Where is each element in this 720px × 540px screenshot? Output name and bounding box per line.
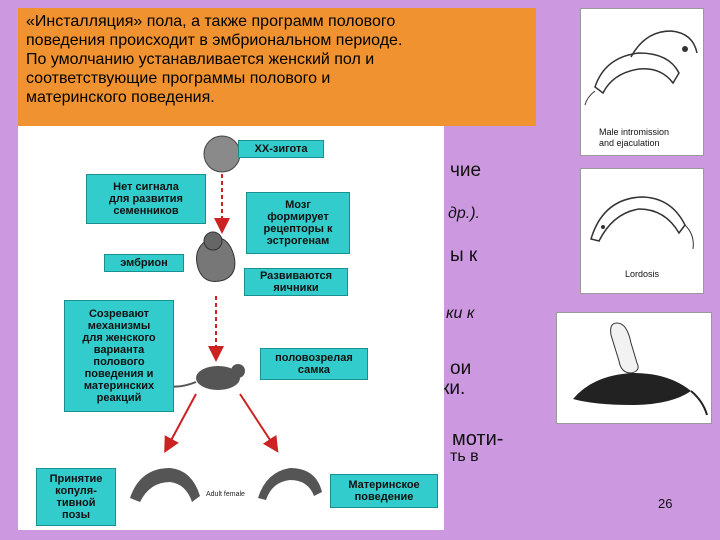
arrow-to-copulation: [164, 393, 197, 454]
zygote-icon: [203, 135, 241, 173]
callout-line: По умолчанию устанавливается женский пол…: [26, 51, 375, 68]
callout-line: соответствующие программы полового и: [26, 70, 331, 87]
no-signal-box: Нет сигнала для развития семенников: [86, 174, 206, 224]
brain-box: Мозг формирует рецепторы к эстрогенам: [246, 192, 350, 254]
lordosis-rat-icon: [130, 468, 200, 502]
embryo-icon: [196, 236, 236, 282]
callout-line: поведения происходит в эмбриональном пер…: [26, 32, 403, 49]
male-intromission-photo: Male intromission and ejaculation: [580, 8, 704, 156]
lordosis-photo: Lordosis: [580, 168, 704, 294]
mature-female-box: половозрелая самка: [260, 348, 368, 380]
copulation-box: Принятие копуля- тивной позы: [36, 468, 116, 526]
rat-icon: [196, 366, 240, 390]
callout-line: материнского поведения.: [26, 89, 215, 106]
partial-text-4: ки к: [446, 305, 475, 322]
embryo-label: эмбрион: [104, 254, 184, 272]
partial-text-2: др.).: [448, 205, 480, 222]
zygote-label: XX-зигота: [238, 140, 324, 158]
partial-text-8: ть в: [450, 448, 479, 465]
hand-rat-photo: [556, 312, 712, 424]
partial-text-5: ои: [450, 358, 472, 379]
male-caption: Male intromission and ejaculation: [599, 127, 670, 148]
partial-text-3: ы к: [450, 245, 478, 266]
mature-mechanisms-box: Созревают механизмы для женского вариант…: [64, 300, 174, 412]
mating-rats-icon: [584, 30, 698, 106]
partial-text-7: моти-: [452, 428, 504, 450]
partial-text-1: чие: [450, 160, 482, 181]
diagram-graphics: Adult female: [130, 135, 322, 502]
ovaries-box: Развиваются яичники: [244, 268, 348, 296]
diagram-panel: Adult female XX-зигота Нет сигнала для р…: [18, 126, 444, 530]
maternal-behavior-box: Материнское поведение: [330, 474, 438, 508]
lordosis-caption: Lordosis: [625, 269, 660, 279]
lordosis-rat-drawing: [590, 196, 694, 250]
callout-box: «Инсталляция» пола, а также программ пол…: [18, 8, 536, 126]
maternal-rat-icon: [258, 468, 322, 500]
callout-line: «Инсталляция» пола, а также программ пол…: [26, 13, 396, 30]
adult-female-caption: Adult female: [206, 491, 245, 498]
arrow-to-maternal: [239, 393, 279, 453]
hand-touching-rat-drawing: [573, 322, 708, 416]
page-number: 26: [658, 496, 673, 511]
